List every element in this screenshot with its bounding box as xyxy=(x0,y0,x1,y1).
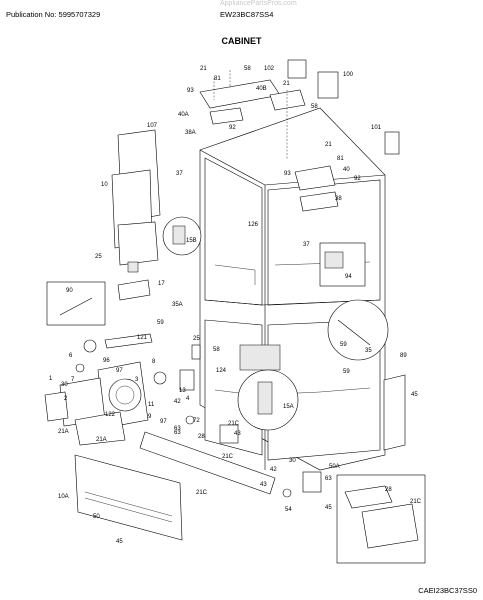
base-panel xyxy=(74,454,183,541)
callout-label: 43 xyxy=(260,482,267,488)
callout-label: 25 xyxy=(193,336,200,342)
callout-label: 58 xyxy=(311,104,318,110)
callout-label: 4 xyxy=(186,396,190,402)
callout-label: 15B xyxy=(186,238,197,244)
callout-label: 93 xyxy=(187,88,194,94)
callout-label: 35A xyxy=(172,302,183,308)
callout-label: 100 xyxy=(343,72,354,78)
callout-label: 42 xyxy=(270,467,277,473)
callout-label: 58 xyxy=(213,347,220,353)
callout-label: 21C xyxy=(228,421,240,427)
watermark-text: AppliancePartsPros.com xyxy=(220,0,297,7)
callout-label: 92 xyxy=(229,125,236,131)
callout-label: 30 xyxy=(289,458,296,464)
callout-label: 63 xyxy=(174,430,181,436)
callout-label: 37 xyxy=(303,242,310,248)
callout-label: 2 xyxy=(64,396,68,402)
callout-label: 93 xyxy=(284,171,291,177)
callout-label: 54 xyxy=(285,507,292,513)
callout-label: 97 xyxy=(116,368,123,374)
callout-label: 21 xyxy=(200,66,207,72)
callout-label: 90 xyxy=(66,288,73,294)
callout-label: 8 xyxy=(152,359,156,365)
model-number: EW23BC87SS4 xyxy=(220,10,274,19)
inset-box-50 xyxy=(336,474,426,564)
inset-box-94 xyxy=(319,242,366,287)
callout-label: 45 xyxy=(116,539,123,545)
diagram-code: CAEI23BC37SS0 xyxy=(418,586,477,595)
callout-label: 21 xyxy=(325,142,332,148)
callout-label: 122 xyxy=(105,412,116,418)
dispenser-mechanism xyxy=(44,333,201,446)
callout-label: 102 xyxy=(264,66,275,72)
callout-label: 101 xyxy=(371,125,382,131)
callout-label: 58 xyxy=(244,66,251,72)
callout-label: 3 xyxy=(135,377,139,383)
callout-label: 63 xyxy=(174,426,181,432)
callout-label: 92 xyxy=(354,176,361,182)
cabinet-body xyxy=(199,107,386,471)
callout-label: 45 xyxy=(325,505,332,511)
top-brackets xyxy=(199,59,400,212)
inset-box-90 xyxy=(46,281,106,326)
callout-label: 124 xyxy=(216,368,227,374)
callout-label: 21C xyxy=(196,490,208,496)
callout-label: 13 xyxy=(179,388,186,394)
callout-label: 35 xyxy=(365,348,372,354)
callout-label: 96 xyxy=(103,358,110,364)
kick-plate xyxy=(139,431,276,495)
callout-label: 126 xyxy=(248,222,259,228)
callout-label: 17 xyxy=(158,281,165,287)
callout-label: 30 xyxy=(61,382,68,388)
side-panel xyxy=(383,374,406,451)
callout-label: 63 xyxy=(325,476,332,482)
callout-label: 42 xyxy=(174,399,181,405)
callout-label: 40A xyxy=(178,112,189,118)
callout-label: 45 xyxy=(411,392,418,398)
callout-label: 21 xyxy=(283,81,290,87)
callout-label: 21C xyxy=(410,499,422,505)
callout-label: 15A xyxy=(283,404,294,410)
callout-label: 40B xyxy=(256,86,267,92)
callout-label: 38 xyxy=(335,196,342,202)
callout-label: 97 xyxy=(160,419,167,425)
callout-label: 7 xyxy=(71,377,75,383)
publication-number: Publication No: 5995707329 xyxy=(6,10,101,19)
callout-label: 59 xyxy=(343,369,350,375)
callout-label: 1 xyxy=(49,376,53,382)
callout-label: 10 xyxy=(101,182,108,188)
callout-label: 94 xyxy=(345,274,352,280)
detail-circle-35 xyxy=(327,299,389,361)
callout-label: 28 xyxy=(198,434,205,440)
callout-label: 50A xyxy=(329,464,340,470)
callout-label: 89 xyxy=(400,353,407,359)
callout-label: 21A xyxy=(96,437,107,443)
hinge-parts xyxy=(185,415,322,498)
callout-label: 59 xyxy=(157,320,164,326)
callout-label: 38A xyxy=(185,130,196,136)
callout-label: 21C xyxy=(222,454,234,460)
callout-label: 107 xyxy=(147,123,158,129)
callout-label: 10A xyxy=(58,494,69,500)
callout-label: 40 xyxy=(343,167,350,173)
rear-panel-assembly xyxy=(111,129,161,301)
callout-label: 72 xyxy=(193,418,200,424)
callout-label: 59 xyxy=(340,342,347,348)
callout-label: 6 xyxy=(69,353,73,359)
callout-label: 50 xyxy=(93,514,100,520)
callout-label: 21A xyxy=(58,429,69,435)
callout-label: 37 xyxy=(176,171,183,177)
callout-label: 81 xyxy=(337,156,344,162)
callout-label: 11 xyxy=(148,402,155,408)
section-title: CABINET xyxy=(221,36,262,46)
callout-label: 81 xyxy=(214,76,221,82)
callout-label: 121 xyxy=(137,335,148,341)
callout-label: 25 xyxy=(95,254,102,260)
callout-label: 43 xyxy=(234,431,241,437)
callout-label: 9 xyxy=(148,414,152,420)
callout-label: 28 xyxy=(385,487,392,493)
